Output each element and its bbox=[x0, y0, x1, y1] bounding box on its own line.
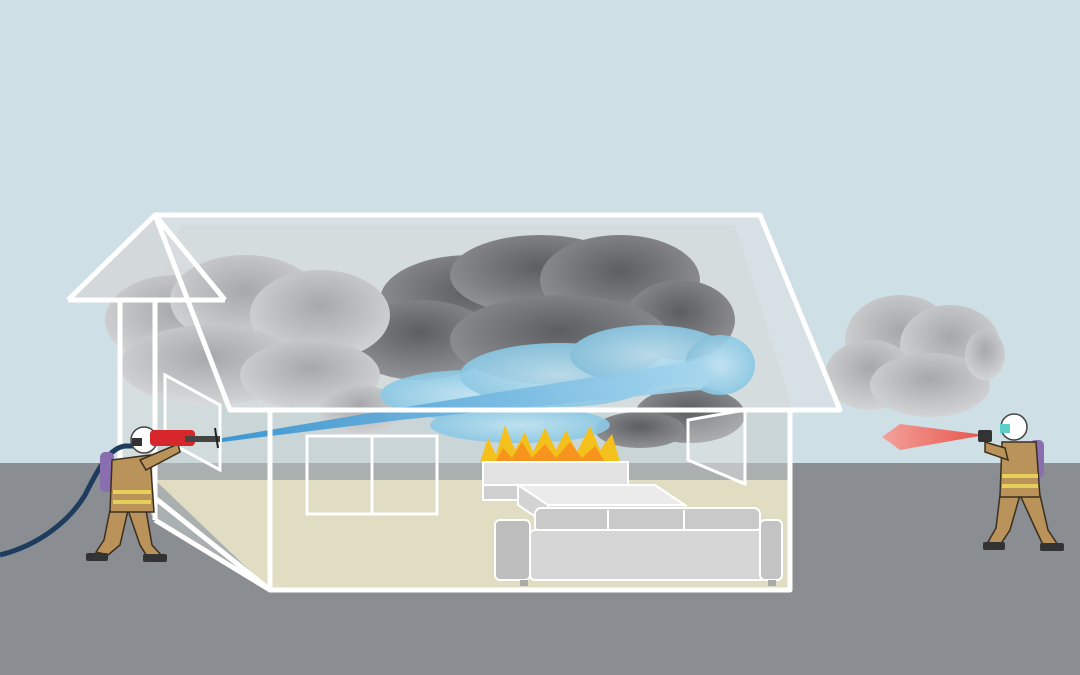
firefighter-right bbox=[978, 413, 1064, 551]
hose-nozzle bbox=[150, 427, 220, 449]
thermal-camera-beam bbox=[882, 424, 985, 450]
firefighter-left bbox=[86, 426, 220, 562]
house-outline bbox=[66, 212, 843, 593]
light-smoke-cloud-left bbox=[105, 255, 400, 435]
thermal-camera bbox=[978, 430, 992, 442]
hose bbox=[0, 443, 140, 558]
sofa bbox=[494, 507, 783, 586]
side-window-right bbox=[686, 408, 747, 487]
flames bbox=[480, 425, 620, 462]
furniture bbox=[482, 461, 783, 586]
light-smoke-cloud-right bbox=[825, 295, 1005, 417]
water-jet bbox=[222, 360, 712, 442]
